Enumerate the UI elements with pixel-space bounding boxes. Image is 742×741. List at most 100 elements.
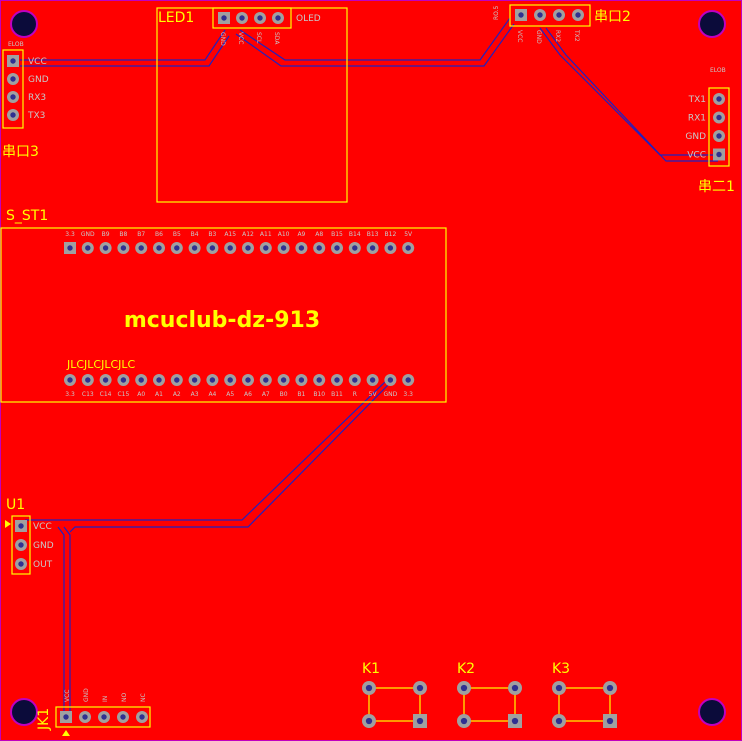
pin-label: B6 [155, 231, 163, 238]
pad-hole [275, 15, 281, 21]
pad-hole [405, 245, 411, 251]
pad-hole [156, 377, 162, 383]
pin-label: B11 [331, 391, 343, 398]
pin-label: A0 [137, 391, 145, 398]
pad-hole [63, 714, 69, 720]
pin-label: GND [81, 231, 95, 238]
pin-label: B9 [102, 231, 110, 238]
u1-outline [11, 515, 31, 575]
trace [63, 526, 71, 712]
pin-label: TX2 [573, 29, 580, 42]
pin-label: B3 [208, 231, 216, 238]
pad-hole [174, 377, 180, 383]
trace [20, 29, 226, 61]
k1-ref: K1 [362, 661, 380, 677]
pad-hole [334, 377, 340, 383]
pin-label: 3.3 [65, 231, 75, 238]
k3-ref: K3 [552, 661, 570, 677]
jk1-ref: JK1 [36, 708, 52, 731]
pin-label: SCL [255, 32, 262, 44]
button-k3[interactable]: K3 [552, 661, 617, 728]
pad-hole [716, 151, 722, 158]
pin-label: A6 [244, 391, 252, 398]
button-k2[interactable]: K2 [457, 661, 522, 728]
pin-label: A11 [260, 231, 272, 238]
pin-label: A8 [315, 231, 323, 238]
pin-label: B15 [331, 231, 343, 238]
k2-ref: K2 [457, 661, 475, 677]
pad-hole [263, 245, 269, 251]
pin-label: A5 [226, 391, 234, 398]
pin-label: GND [83, 688, 90, 702]
pin-label: C13 [82, 391, 94, 398]
pad-hole [18, 542, 24, 548]
pin-label: B1 [297, 391, 305, 398]
pin-label: A12 [242, 231, 254, 238]
pin-label: IN [102, 696, 109, 702]
uart3-outline [2, 49, 24, 129]
pin-label: GND [33, 541, 54, 551]
pin-label: TX3 [27, 111, 45, 121]
trace [539, 27, 718, 156]
trace [57, 526, 65, 712]
pad-hole [209, 377, 216, 383]
pad-hole [174, 245, 180, 251]
pad-hole [537, 12, 543, 18]
pin-label: A3 [191, 391, 199, 398]
pad-hole [67, 377, 73, 383]
pad-hole [280, 377, 287, 383]
pad-hole [221, 15, 227, 21]
trace [545, 27, 718, 162]
k1-outline [368, 687, 421, 722]
jk1-outline [55, 706, 151, 728]
pad-hole [139, 714, 145, 720]
pad-hole [352, 245, 358, 251]
pad-hole [257, 15, 263, 21]
pin-label: 5V [369, 391, 378, 398]
pad-hole [298, 377, 305, 383]
pad-hole [606, 717, 614, 725]
pad-hole [18, 523, 24, 529]
k3-outline [558, 687, 611, 722]
pad-hole [209, 245, 216, 251]
pin-label: SDA [273, 32, 280, 45]
pad-hole [18, 561, 24, 567]
pad-hole [120, 245, 127, 251]
pad-hole [511, 717, 519, 725]
pin-label: GND [384, 391, 398, 398]
pin-label: B12 [385, 231, 397, 238]
pad-hole [365, 717, 373, 725]
pad-hole [405, 377, 411, 383]
pin-label: GND [28, 75, 49, 85]
oled-label: OLED [296, 14, 321, 24]
pin-label: A10 [278, 231, 290, 238]
pin-label: TX1 [688, 95, 706, 105]
pin-label: RX2 [554, 30, 561, 42]
uart2-header: RO.5 [493, 5, 500, 20]
button-k1[interactable]: K1 [362, 661, 427, 728]
pin-label: B10 [313, 391, 325, 398]
pin-label: B13 [367, 231, 379, 238]
pad-hole [10, 112, 16, 118]
pin-label: 5V [404, 231, 413, 238]
pin-label: NC [140, 693, 147, 702]
module-title: mcuclub-dz-913 [124, 308, 320, 333]
pad-hole [10, 94, 16, 100]
mounting-holes [10, 10, 726, 726]
pad-hole [85, 245, 91, 251]
pad-hole [369, 245, 376, 251]
